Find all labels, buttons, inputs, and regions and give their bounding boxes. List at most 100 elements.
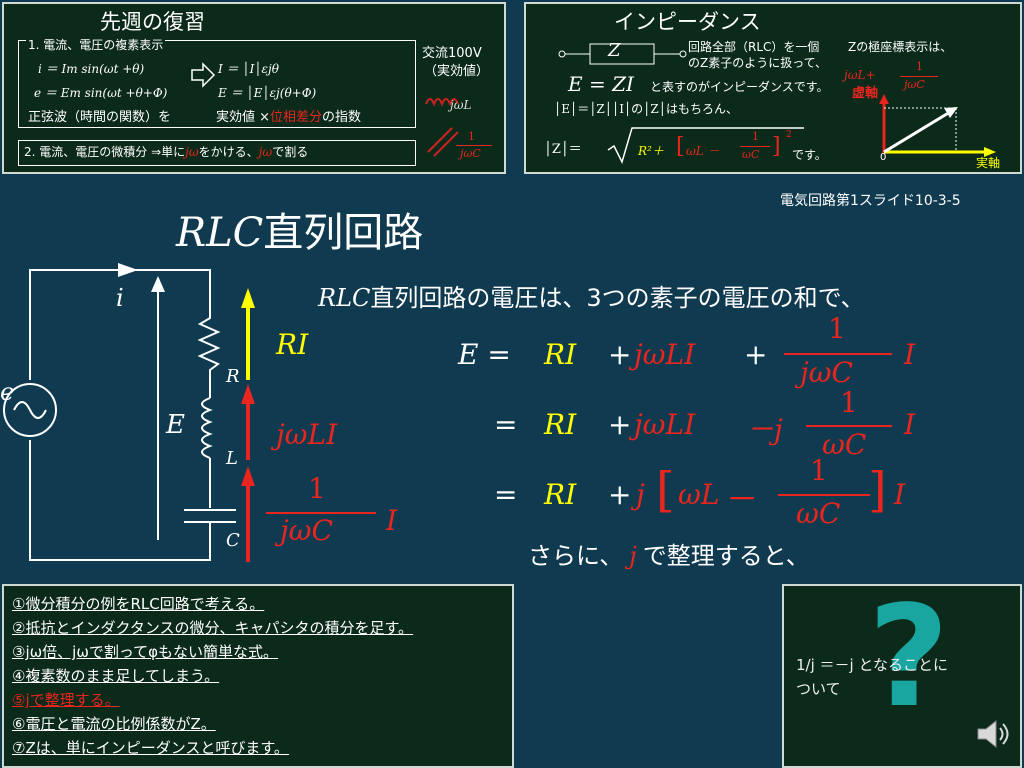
summary-list-item[interactable]: ⑤jで整理する。: [12, 691, 120, 709]
question-text-1: 1/j ＝－j となることに: [796, 656, 949, 674]
eq3-plus: +: [608, 478, 632, 511]
summary-list: ①微分積分の例をRLC回路で考える。 ②抵抗とインダクタンスの微分、キャパシタの積…: [12, 592, 413, 760]
summary-list-item[interactable]: ⑥電圧と電流の比例係数がZ。: [12, 715, 216, 733]
eq-I: I ＝ │I│εjθ: [218, 62, 279, 76]
polar-num: 1: [916, 60, 923, 73]
L-label: L: [226, 448, 238, 469]
bracket-open: [: [676, 134, 685, 159]
cap-frac-line: [266, 512, 376, 514]
ac-text-2: （実効値）: [424, 64, 490, 79]
wl-term: ωL －: [686, 144, 720, 158]
eq3-frac-line: [778, 494, 870, 496]
polar-jwl: jωL+: [844, 68, 876, 82]
eq2-equals: =: [494, 408, 518, 441]
intro-sentence: RLC直列回路の電圧は、3つの素子の電圧の和で、: [318, 284, 865, 312]
capacitor-icon: [427, 127, 459, 157]
inductor-symbol: [201, 397, 213, 459]
sine-text: 正弦波（時間の関数）を: [28, 110, 172, 125]
review-panel: 先週の復習 1. 電流、電圧の複素表示 i ＝ Im sin(ωt +θ) e …: [2, 2, 506, 174]
exp-text: 実効値 ×位相差分の指数: [216, 110, 362, 125]
review-title: 先週の復習: [100, 10, 205, 34]
jwl-small: jωL: [450, 98, 472, 112]
impedance-desc-2: のZ素子のように扱って、: [688, 56, 828, 70]
eq-E: E ＝ │E│εj(θ+Φ): [218, 86, 317, 100]
question-text-2: ついて: [796, 680, 841, 698]
summary-list-item[interactable]: ③jω倍、jωで割ってφもない簡単な式。: [12, 643, 279, 661]
z-element-icon: [558, 43, 687, 65]
eq1-lhs: E =: [458, 338, 511, 371]
eq3-RI: RI: [544, 478, 577, 511]
impedance-title: インピーダンス: [614, 10, 761, 34]
small-frac-num: 1: [468, 130, 475, 143]
ezi-text: と表すのがインピーダンスです。: [650, 80, 829, 94]
section1-box: [18, 40, 416, 128]
cap-frac-den: jωC: [280, 514, 333, 547]
eq2-minus-j: －j: [746, 413, 783, 446]
eq1-plus2: +: [744, 338, 768, 371]
rlc-circuit-diagram: [3, 263, 255, 562]
arrow-icon: [191, 62, 216, 88]
eq3-I: I: [894, 478, 906, 511]
eq1-plus: +: [608, 338, 632, 371]
impedance-desc-1: 回路全部（RLC）を一個: [688, 40, 820, 54]
small-frac-line: [456, 145, 492, 146]
ac-text-1: 交流100V: [422, 46, 482, 61]
abs-line: │E│＝│Z││I│の│Z│はもちろん、: [554, 102, 738, 116]
ac-source-icon: [3, 383, 57, 437]
question-box[interactable]: ? 1/j ＝－j となることに ついて: [782, 576, 1022, 768]
bracket-close: ]: [772, 134, 781, 159]
summary-list-panel: ①微分積分の例をRLC回路で考える。 ②抵抗とインダクタンスの微分、キャパシタの積…: [2, 584, 514, 768]
jwLI-label: jωLI: [276, 418, 338, 451]
eq1-I: I: [904, 338, 916, 371]
current-arrow-icon: [118, 263, 138, 277]
polar-diagram: [879, 94, 996, 157]
question-mark-icon: ?: [868, 576, 950, 739]
z-label: Z: [608, 40, 621, 61]
summary-list-item[interactable]: ②抵抗とインダクタンスの微分、キャパシタの積分を足す。: [12, 619, 414, 637]
eq2-RI: RI: [544, 408, 577, 441]
inductor-icon: [425, 98, 459, 107]
section1-label: 1. 電流、電圧の複素表示: [26, 36, 166, 53]
eq1-jwLI: jωLI: [634, 338, 696, 371]
r2-term: R²＋: [638, 144, 664, 158]
section2-box: [18, 140, 416, 166]
small-frac-den: jωC: [460, 147, 481, 160]
eq2-frac-num: 1: [840, 386, 858, 419]
C-label: C: [226, 530, 240, 551]
eq2-plus: +: [608, 408, 632, 441]
current-i-label: i: [116, 284, 124, 312]
eq3-frac-den: ωC: [796, 497, 841, 530]
cap-I-label: I: [386, 504, 398, 537]
square-exp: 2: [786, 130, 792, 140]
ezi-formula: E = ZI: [568, 72, 634, 96]
speaker-icon[interactable]: [974, 716, 1010, 752]
eq3-frac-num: 1: [810, 454, 828, 487]
wc-den: ωC: [742, 148, 760, 161]
summary-list-item[interactable]: ④複素数のまま足してしまう。: [12, 667, 220, 685]
eq1-RI: RI: [544, 338, 577, 371]
polar-title: Zの極座標表示は、: [848, 40, 953, 54]
source-e-label: e: [0, 378, 15, 406]
resistor-icon: [197, 310, 221, 398]
cap-frac-num: 1: [308, 472, 326, 505]
eq2-I: I: [904, 408, 916, 441]
page-title: RLC直列回路: [176, 210, 424, 256]
impedance-panel: インピーダンス Z 回路全部（RLC）を一個 のZ素子のように扱って、 E = …: [524, 2, 1022, 174]
real-axis-label: 実軸: [976, 156, 1001, 170]
summary-list-item[interactable]: ①微分積分の例をRLC回路で考える。: [12, 595, 265, 613]
eq3-bracket-open: [: [656, 462, 675, 518]
eq3-bracket-close: ]: [868, 462, 887, 518]
section2-text: 2. 電流、電圧の微積分 ⇒単にjωをかける、jωで割る: [24, 145, 309, 159]
eq1-frac-line: [784, 353, 892, 355]
polar-origin: 0: [880, 152, 887, 163]
slide-reference: 電気回路第1スライド10-3-5: [780, 193, 961, 209]
eq3-equals: =: [494, 478, 518, 511]
absz-label: │Z│＝: [544, 142, 582, 157]
eq2-frac-line: [806, 425, 892, 427]
desu-text: です。: [792, 148, 827, 162]
wc-frac-line: [740, 146, 770, 147]
polar-den: jωC: [904, 78, 925, 91]
eq1-frac-num: 1: [828, 312, 846, 345]
summary-list-item[interactable]: ⑦Zは、単にインピーダンスと呼びます。: [12, 739, 289, 757]
